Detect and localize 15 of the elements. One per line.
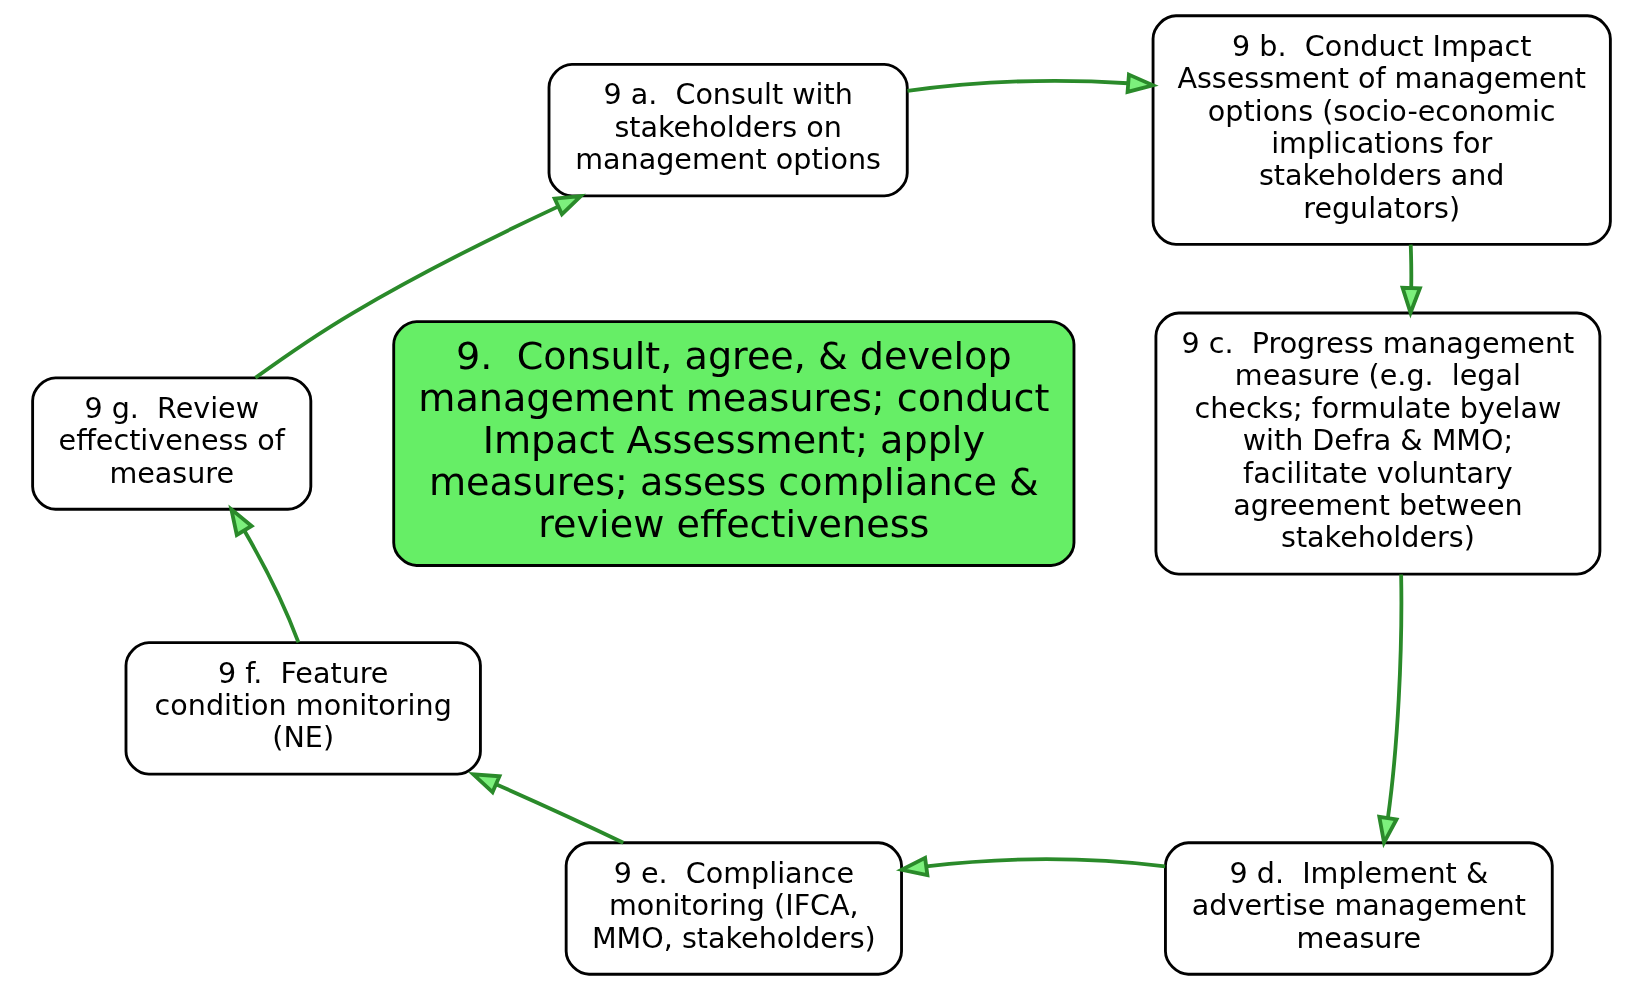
node-box: 9. Consult, agree, & develop management measures; conduct Impact Assessment; apply measures; assess compliance & review effectiveness	[391, 320, 1075, 567]
arrow	[906, 71, 1159, 95]
node-box: 9 g. Review effectiveness of measure	[30, 376, 312, 511]
node-box: 9 f. Feature condition monitoring (NE)	[124, 641, 482, 776]
arrow	[895, 854, 1165, 878]
arrow	[253, 193, 586, 380]
node-box: 9 e. Compliance monitoring (IFCA, MMO, stakeholders)	[564, 841, 903, 976]
node-box: 9 c. Progress management measure (e.g. legal checks; formulate byelaw with Defra & MMO; facilitate voluntary agreement between stakeholders)	[1154, 311, 1601, 576]
node-box: 9 a. Consult with stakeholders on management options	[547, 62, 909, 198]
arrow	[1376, 574, 1403, 849]
node-box: 9 d. Implement & advertise management measure	[1163, 841, 1554, 976]
arrow	[1399, 244, 1423, 319]
arrow	[467, 772, 624, 845]
node-box: 9 b. Conduct Impact Assessment of management options (socio-economic implications for stakeholders and regulators)	[1151, 14, 1612, 246]
arrow	[227, 504, 300, 644]
